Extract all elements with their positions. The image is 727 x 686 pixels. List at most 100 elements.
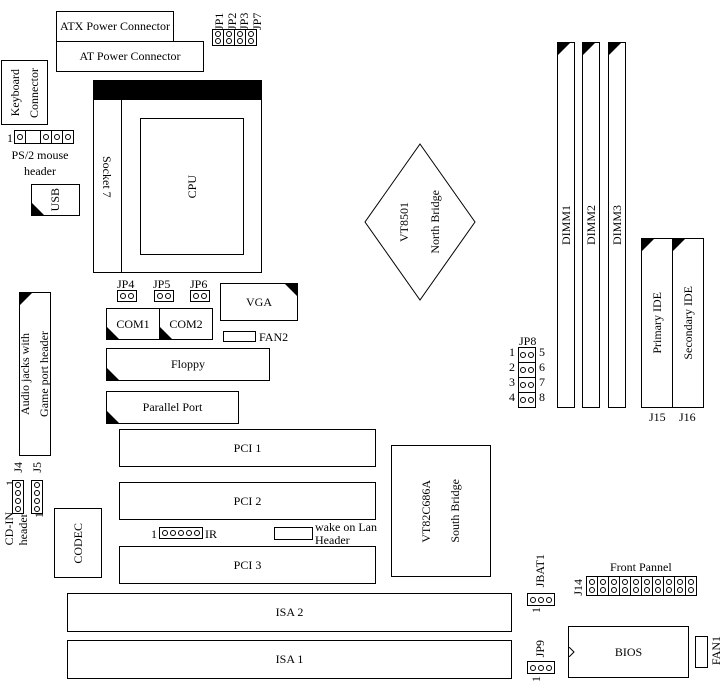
keyboard-connector: Keyboard Connector	[1, 60, 48, 125]
j4-label: J4	[11, 462, 25, 473]
socket-7: Socket 7 CPU	[93, 80, 262, 273]
cpu: CPU	[140, 118, 244, 255]
bios-label: BIOS	[614, 644, 643, 659]
floppy-connector: Floppy	[106, 348, 270, 381]
fan2-label: FAN2	[259, 330, 289, 344]
isa-slot-2: ISA 2	[67, 593, 512, 632]
j15-label: J15	[649, 410, 666, 424]
jp8-pin-6: 6	[539, 360, 545, 374]
bios-chip: BIOS	[568, 626, 689, 678]
secondary-ide: Secondary IDE	[672, 238, 704, 408]
jp8-pin-8: 8	[539, 390, 545, 404]
pci2-label: PCI 2	[233, 493, 262, 508]
jp8-left-pins: 1 2 3 4	[509, 345, 515, 405]
front-panel-label: Front Pannel	[610, 560, 672, 574]
ps2-mouse-header	[14, 130, 74, 144]
front-panel-header	[586, 576, 697, 596]
audio-label-1: Audio jacks with	[18, 333, 32, 415]
ps2-pin1-label: 1	[7, 131, 13, 145]
at-power-label: AT Power Connector	[79, 49, 181, 63]
jp8-pin-5: 5	[539, 345, 545, 359]
jp8-jumper	[518, 347, 536, 408]
jp9-label: JP9	[533, 640, 547, 658]
cd-in-label: CD-IN header	[2, 512, 30, 546]
floppy-label: Floppy	[170, 357, 205, 371]
south-bridge-label: South Bridge	[448, 479, 462, 543]
north-bridge-shape	[364, 143, 476, 301]
audio-game-port: Audio jacks with Game port header	[18, 292, 51, 456]
isa-slot-1: ISA 1	[67, 640, 512, 679]
codec-chip: CODEC	[54, 508, 102, 578]
bios-notch-icon	[569, 647, 575, 657]
jp8-right-pins: 5 6 7 8	[539, 345, 545, 405]
atx-power-connector: ATX Power Connector	[56, 11, 174, 42]
jp9-jumper	[527, 661, 555, 674]
jp5-jumper	[154, 290, 174, 302]
usb-label: USB	[48, 188, 62, 212]
isa2-label: ISA 2	[275, 605, 304, 619]
parallel-label: Parallel Port	[142, 400, 203, 414]
pci-slot-2: PCI 2	[119, 482, 376, 520]
atx-power-label: ATX Power Connector	[60, 19, 170, 33]
pci3-label: PCI 3	[233, 557, 262, 572]
north-bridge-label: North Bridge	[428, 190, 442, 254]
pci-slot-3: PCI 3	[119, 546, 376, 584]
wol-header	[274, 527, 313, 540]
codec-label: CODEC	[70, 522, 85, 564]
ps2-label-2: header	[24, 163, 56, 178]
ir-label: IR	[205, 527, 217, 541]
socket-label: Socket 7	[100, 156, 114, 198]
jp7-label: JP7	[249, 12, 264, 30]
audio-label-2: Game port header	[37, 331, 51, 417]
north-bridge-model: VT8501	[397, 202, 411, 242]
jp8-pin-7: 7	[539, 375, 545, 389]
j5-label: J5	[30, 462, 44, 473]
ir-pin1-label: 1	[151, 527, 157, 541]
fan2-header	[223, 331, 256, 342]
secondary-ide-label: Secondary IDE	[680, 286, 695, 360]
primary-ide-label: Primary IDE	[649, 292, 664, 354]
dimm1-label: DIMM1	[558, 204, 573, 245]
j16-label: J16	[679, 410, 696, 424]
jp8-pin-3: 3	[509, 375, 515, 389]
jp6-jumper	[190, 290, 210, 302]
jp3-label: JP3	[237, 12, 251, 30]
jp5-label: JP5	[153, 277, 171, 291]
pci1-label: PCI 1	[233, 440, 262, 455]
j4-header	[12, 480, 24, 514]
j14-label: J14	[571, 579, 585, 596]
cdin-label-2: header	[16, 513, 30, 546]
com2-connector: COM2	[159, 308, 213, 340]
dimm2-label: DIMM2	[583, 204, 598, 245]
jbat1-pin1-label: 1	[529, 607, 543, 613]
cdin-label-1: CD-IN	[2, 512, 16, 546]
jp2-label: JP2	[224, 12, 239, 30]
south-bridge: VT82C686A South Bridge	[391, 445, 491, 577]
isa1-label: ISA 1	[275, 652, 304, 666]
jbat1-label: JBAT1	[533, 554, 547, 588]
ps2-mouse-label: PS/2 mouse header	[8, 148, 72, 179]
com1-connector: COM1	[106, 308, 160, 340]
jp9-pin1-label: 1	[529, 676, 543, 682]
j5-header	[31, 480, 43, 514]
pci-slot-1: PCI 1	[119, 429, 376, 467]
keyboard-label-2: Connector	[26, 67, 41, 118]
jp4-jumper	[117, 290, 137, 302]
keyboard-label-1: Keyboard	[7, 68, 22, 117]
at-power-connector: AT Power Connector	[56, 41, 204, 72]
com2-label: COM2	[169, 316, 203, 331]
wol-label-1: wake on Lan	[315, 520, 377, 534]
vga-label: VGA	[246, 294, 272, 309]
dimm-slot-2: DIMM2	[582, 42, 600, 408]
jp1-label: JP1	[212, 12, 226, 30]
south-bridge-model: VT82C686A	[419, 479, 433, 543]
jp8-pin-4: 4	[509, 390, 515, 404]
j5-pin1-label: 1	[32, 512, 46, 518]
com1-label: COM1	[116, 316, 150, 331]
north-bridge: VT8501 North Bridge	[364, 143, 476, 301]
cpu-label: CPU	[184, 174, 199, 199]
dimm-slot-3: DIMM3	[608, 42, 626, 408]
wol-label: wake on Lan Header	[315, 521, 377, 546]
jbat1-jumper	[527, 593, 555, 606]
jp8-label: JP8	[519, 334, 537, 348]
